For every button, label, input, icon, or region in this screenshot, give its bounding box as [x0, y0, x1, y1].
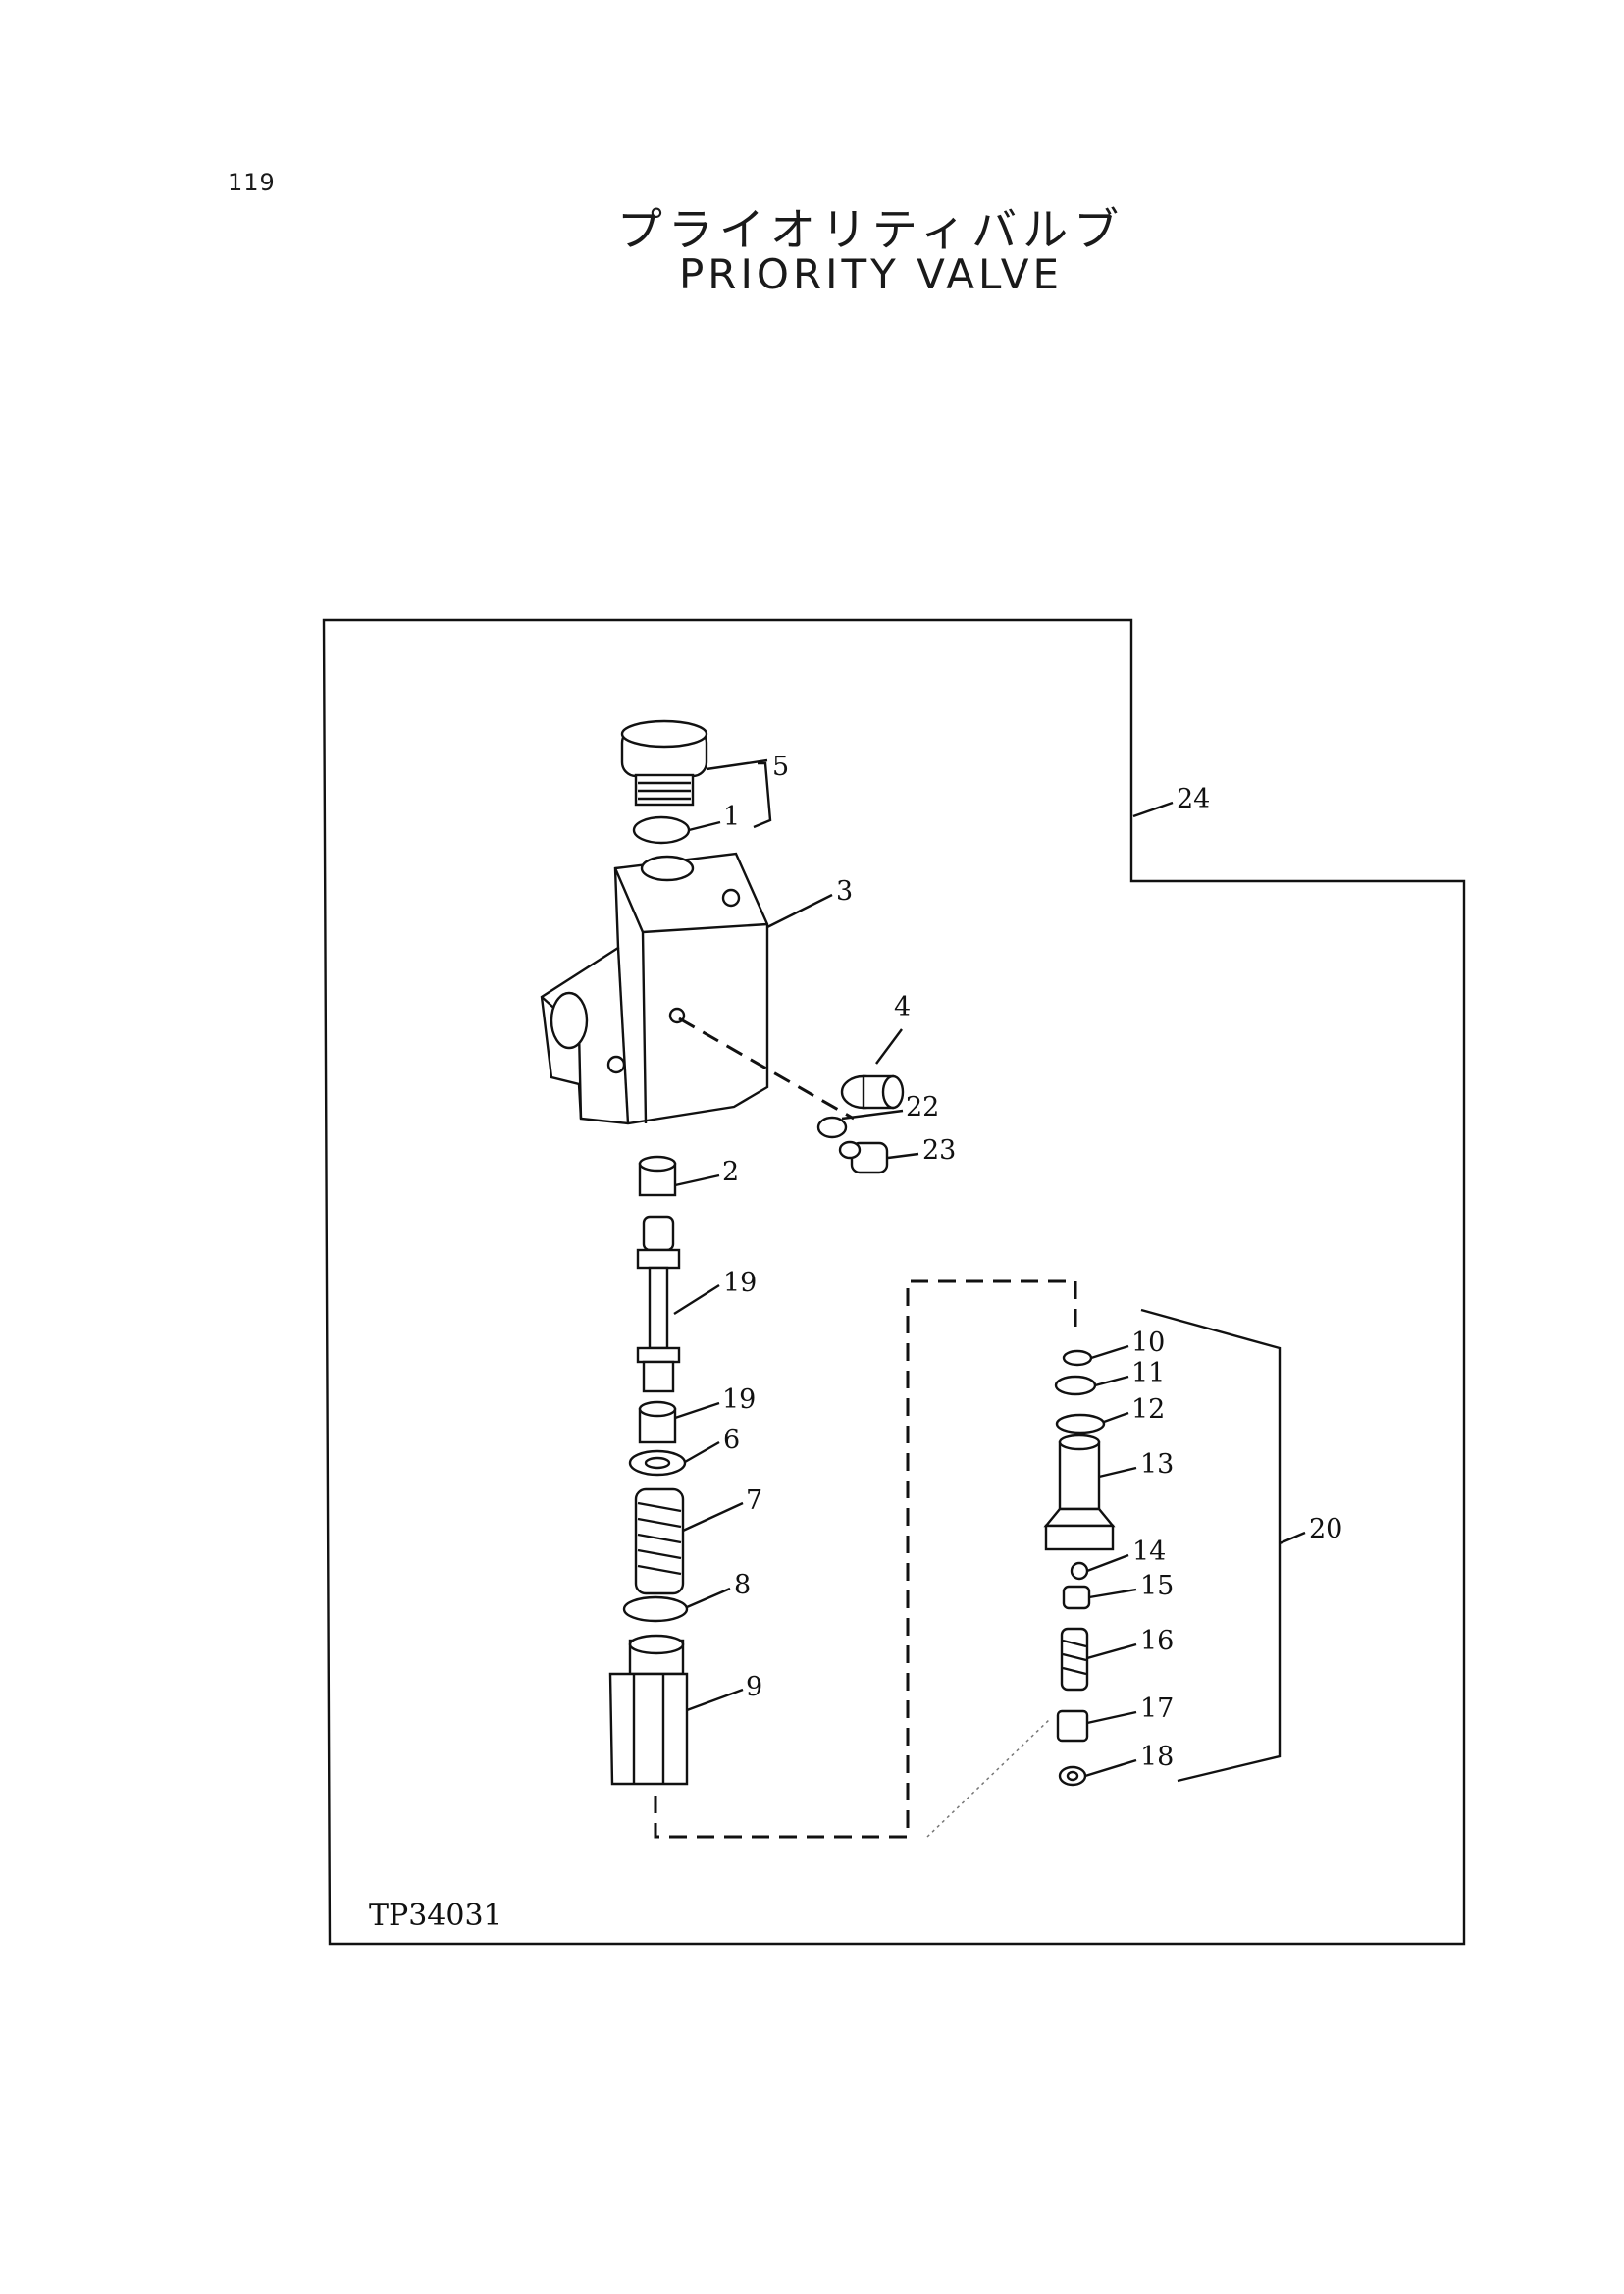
callout-19-spool: 19 [723, 1268, 757, 1298]
part-15 [1062, 1585, 1091, 1610]
part-plug-4 [840, 1074, 905, 1110]
callout-6: 6 [723, 1425, 740, 1455]
part-oring-1 [632, 815, 691, 845]
part-17 [1056, 1709, 1089, 1743]
part-13 [1043, 1434, 1116, 1551]
callout-1: 1 [723, 802, 740, 832]
callout-23: 23 [922, 1135, 956, 1166]
callout-17: 17 [1140, 1694, 1174, 1724]
callout-24: 24 [1177, 784, 1210, 814]
callout-7: 7 [746, 1486, 762, 1516]
part-spool-19 [636, 1215, 681, 1393]
part-plug-23 [838, 1140, 889, 1174]
callout-10: 10 [1131, 1328, 1165, 1358]
callout-13: 13 [1140, 1449, 1174, 1480]
leader-lines [673, 758, 1306, 1778]
callout-2: 2 [722, 1157, 739, 1187]
part-spring-7 [634, 1487, 685, 1595]
part-18 [1058, 1765, 1087, 1787]
callout-9: 9 [746, 1672, 762, 1702]
callout-12: 12 [1131, 1394, 1165, 1425]
part-plug-5 [620, 719, 708, 807]
part-spring-16 [1060, 1627, 1089, 1692]
part-10 [1062, 1349, 1093, 1367]
page-number: 119 [228, 169, 276, 196]
callout-14: 14 [1132, 1537, 1166, 1567]
part-washer-6 [628, 1449, 687, 1477]
callout-22: 22 [906, 1092, 939, 1122]
callout-18: 18 [1140, 1742, 1174, 1772]
drawing-code: TP34031 [369, 1899, 502, 1933]
callout-5: 5 [772, 752, 789, 782]
callout-8: 8 [734, 1570, 751, 1600]
part-oring-8 [622, 1595, 689, 1623]
assembly-path-detail [654, 1279, 1077, 1839]
callout-11: 11 [1131, 1358, 1165, 1388]
part-valve-body-3 [540, 852, 769, 1125]
part-oring-22 [816, 1116, 848, 1139]
part-19-lower [638, 1400, 677, 1444]
title-japanese: プライオリティバルブ [616, 203, 1126, 256]
callout-16: 16 [1140, 1626, 1174, 1656]
part-2 [638, 1155, 677, 1197]
part-14 [1070, 1561, 1089, 1581]
callout-3: 3 [836, 876, 853, 907]
title-english: PRIORITY VALVE [678, 250, 1063, 298]
callout-20: 20 [1309, 1514, 1342, 1544]
bracket-20 [1140, 1308, 1282, 1783]
diagram-frame [322, 618, 1466, 1946]
part-cap-9 [608, 1634, 689, 1786]
part-11 [1054, 1375, 1097, 1396]
part-12 [1055, 1413, 1106, 1434]
callout-19-lower: 19 [722, 1384, 756, 1415]
callout-4: 4 [894, 992, 911, 1022]
assembly-line-plug-4 [678, 1017, 855, 1121]
callout-15: 15 [1140, 1571, 1174, 1601]
assembly-dotted-line [926, 1718, 1051, 1838]
